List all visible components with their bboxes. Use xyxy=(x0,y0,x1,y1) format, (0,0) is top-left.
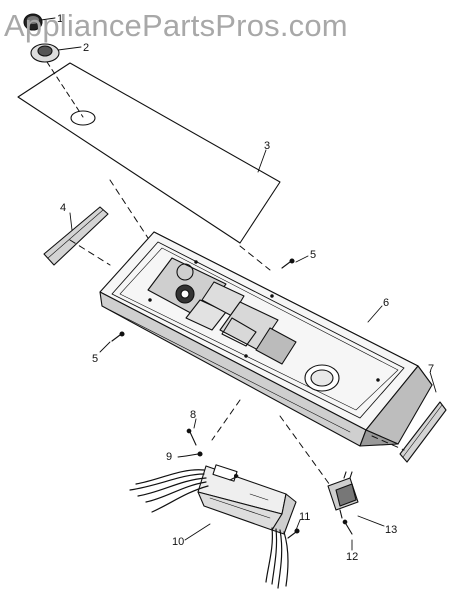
part-number-label: 2 xyxy=(83,42,89,54)
part-number-label: 7 xyxy=(428,363,434,375)
part-number-label: 6 xyxy=(383,297,389,309)
part-number-label: 5 xyxy=(310,249,316,261)
switch xyxy=(327,471,359,519)
part-number-label: 12 xyxy=(346,551,358,563)
screw-lower xyxy=(111,331,125,342)
part-number-label: 11 xyxy=(299,511,310,523)
timer-wires xyxy=(129,469,289,589)
left-end-cap xyxy=(43,206,109,266)
timer xyxy=(197,464,297,535)
switch-screw xyxy=(342,519,353,535)
part-number-label: 5 xyxy=(92,353,98,365)
part-number-labels: 1 2 3 4 5 5 6 7 8 9 10 11 12 13 xyxy=(57,13,434,563)
screw-upper xyxy=(281,258,295,269)
part-number-label: 4 xyxy=(60,202,66,214)
part-number-label: 10 xyxy=(172,536,184,548)
leader-lines xyxy=(40,17,437,551)
console-housing xyxy=(99,231,433,447)
part-number-label: 9 xyxy=(166,451,172,463)
timer-mount-screw xyxy=(287,528,300,539)
part-number-label: 13 xyxy=(385,524,397,536)
watermark: AppliancePartsPros.com xyxy=(4,8,348,43)
timer-screw-8 xyxy=(186,428,197,446)
part-number-label: 8 xyxy=(190,409,196,421)
knob-cap xyxy=(23,13,43,31)
knob xyxy=(30,43,60,63)
timer-screw-9 xyxy=(185,451,203,457)
part-number-label: 1 xyxy=(57,13,63,25)
right-end-cap xyxy=(399,401,447,463)
part-number-label: 3 xyxy=(264,140,270,152)
overlay-sheet xyxy=(17,62,281,244)
